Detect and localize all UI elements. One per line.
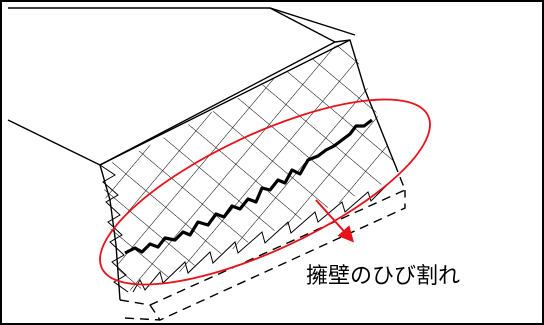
wall-left-edge — [99, 164, 129, 293]
footing — [119, 171, 406, 321]
retaining-wall — [99, 38, 399, 301]
wall-top-surface — [7, 7, 356, 166]
wall-bottom-teeth — [132, 179, 393, 293]
highlight-ellipse — [99, 98, 431, 286]
pointer-arrow — [315, 199, 355, 243]
crack-caption: 擁壁のひび割れ — [306, 264, 460, 289]
crack-line — [124, 118, 373, 255]
